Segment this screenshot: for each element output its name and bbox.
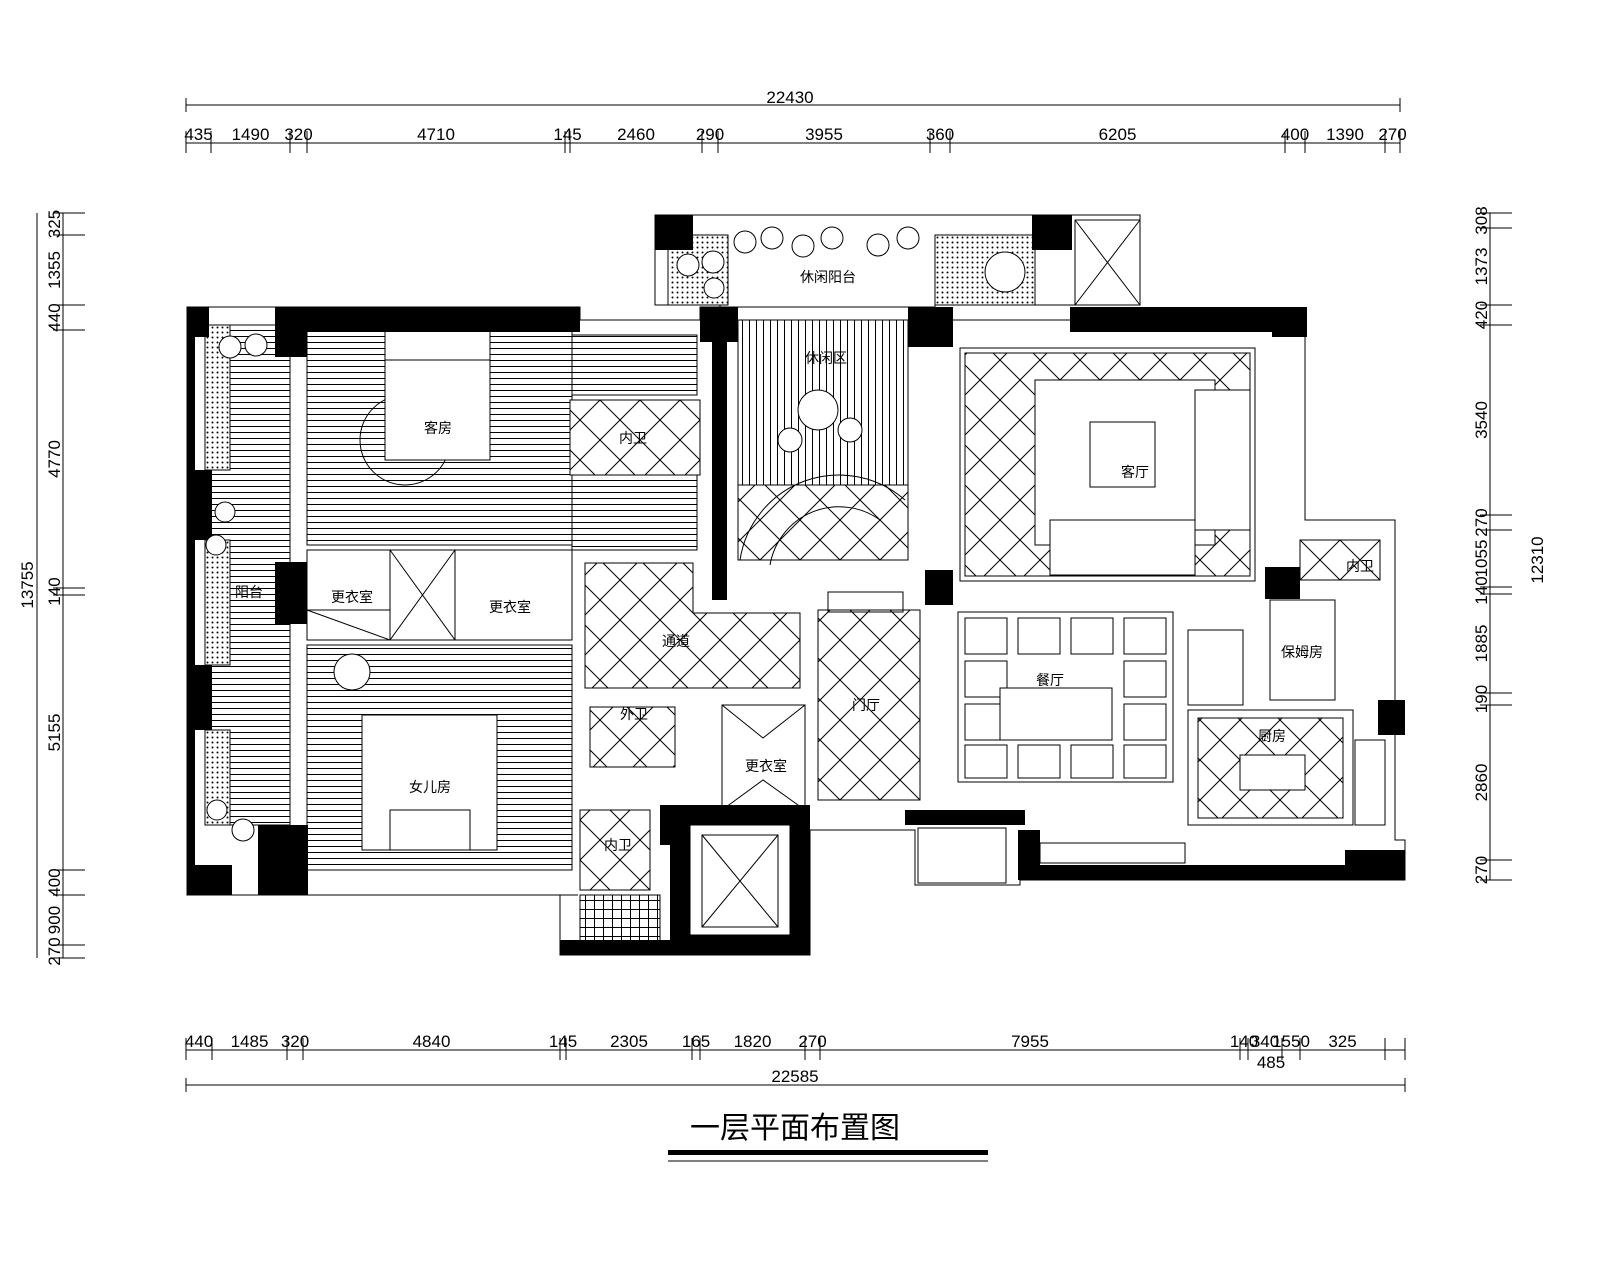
dimension-label: 140: [1230, 1032, 1258, 1051]
room-label-closet-2: 更衣室: [489, 599, 531, 616]
dimension-label: 435: [184, 125, 212, 144]
dimension-label: 320: [281, 1032, 309, 1051]
room-label-foyer: 门厅: [852, 698, 880, 714]
dimension-label: 2860: [1472, 764, 1491, 802]
room-label-guest-bath: 内卫: [619, 431, 647, 447]
dimension-label: 485: [1257, 1053, 1285, 1072]
dimension-label: 145: [549, 1032, 577, 1051]
dimension-label: 340: [1251, 1032, 1279, 1051]
dimension-label: 5155: [45, 714, 64, 752]
dimension-total-right: 12310: [1528, 536, 1547, 583]
room-label-leisure-area: 休闲区: [805, 351, 847, 367]
dimension-label: 1485: [231, 1032, 269, 1051]
dimension-label: 165: [682, 1032, 710, 1051]
room-label-daughter-room: 女儿房: [409, 779, 451, 796]
plants: [205, 226, 1026, 842]
dimension-total-top: 22430: [766, 88, 813, 107]
dimension-label: 1373: [1472, 248, 1491, 286]
room-label-leisure-balcony: 休闲阳台: [800, 270, 856, 286]
dimension-label: 140: [45, 577, 64, 605]
dimension-label: 1490: [232, 125, 270, 144]
room-label-maid-room: 保姆房: [1281, 645, 1323, 661]
dimension-label: 190: [1472, 685, 1491, 713]
dimension-label: 440: [45, 303, 64, 331]
room-label-guest-room: 客房: [424, 420, 452, 437]
dimension-label: 320: [284, 125, 312, 144]
dimension-label: 270: [1378, 125, 1406, 144]
dimension-label: 270: [45, 937, 64, 965]
dimension-label: 440: [185, 1032, 213, 1051]
dimension-label: 1550: [1272, 1032, 1310, 1051]
dimension-label: 4710: [417, 125, 455, 144]
dimension-total-bottom: 22585: [771, 1067, 818, 1086]
room-label-balcony: 阳台: [235, 585, 263, 601]
dimension-label: 3540: [1472, 401, 1491, 439]
dimension-label: 360: [926, 125, 954, 144]
dimension-label: 400: [1281, 125, 1309, 144]
room-label-dining: 餐厅: [1036, 673, 1064, 689]
dimension-label: 7955: [1011, 1032, 1049, 1051]
title-underline: [668, 1150, 988, 1155]
dimension-label: 4840: [413, 1032, 451, 1051]
room-label-kitchen: 厨房: [1258, 729, 1286, 745]
dimension-total-left: 13755: [18, 561, 37, 608]
walls: [187, 215, 1405, 955]
room-label-public-bath: 外卫: [620, 707, 648, 723]
room-label-living-room: 客厅: [1121, 464, 1149, 481]
room-label-maid-bath: 内卫: [1346, 559, 1374, 575]
dimension-label: 420: [1472, 301, 1491, 329]
dimension-lines: 22430 435 1490 320 4710 145 2460 290 3955 360 6205…: [18, 88, 1547, 1092]
drawing-title: 一层平面布置图: [690, 1111, 900, 1146]
dimension-label: 1055: [1472, 540, 1491, 578]
dimension-label: 270: [1472, 508, 1491, 536]
dimension-label: 325: [45, 210, 64, 238]
dimension-label: 145: [553, 125, 581, 144]
room-label-closet-1: 更衣室: [331, 589, 373, 606]
dimension-label: 270: [798, 1032, 826, 1051]
dimension-label: 290: [696, 125, 724, 144]
dimension-label: 4770: [45, 440, 64, 478]
room-label-closet-3: 更衣室: [745, 758, 787, 775]
dimension-label: 1885: [1472, 625, 1491, 663]
dimension-label: 900: [45, 906, 64, 934]
dimension-label: 270: [1472, 856, 1491, 884]
dimension-label: 1390: [1326, 125, 1364, 144]
room-label-corridor: 通道: [662, 634, 690, 650]
dimension-label: 1355: [45, 251, 64, 289]
dimension-label: 140: [1472, 576, 1491, 604]
floor-plan: 休闲阳台 休闲区 客房 内卫 客厅 阳台 更衣室 更衣室 通道 内卫 保姆房 餐…: [186, 214, 1406, 956]
dimension-label: 6205: [1099, 125, 1137, 144]
room-label-daughter-bath: 内卫: [604, 838, 632, 854]
dimension-label: 2305: [610, 1032, 648, 1051]
dimension-label: 400: [45, 868, 64, 896]
dimension-label: 1820: [734, 1032, 772, 1051]
dimension-label: 325: [1328, 1032, 1356, 1051]
dimension-label: 2460: [617, 125, 655, 144]
dimension-label: 3955: [805, 125, 843, 144]
dimension-label: 308: [1472, 206, 1491, 234]
